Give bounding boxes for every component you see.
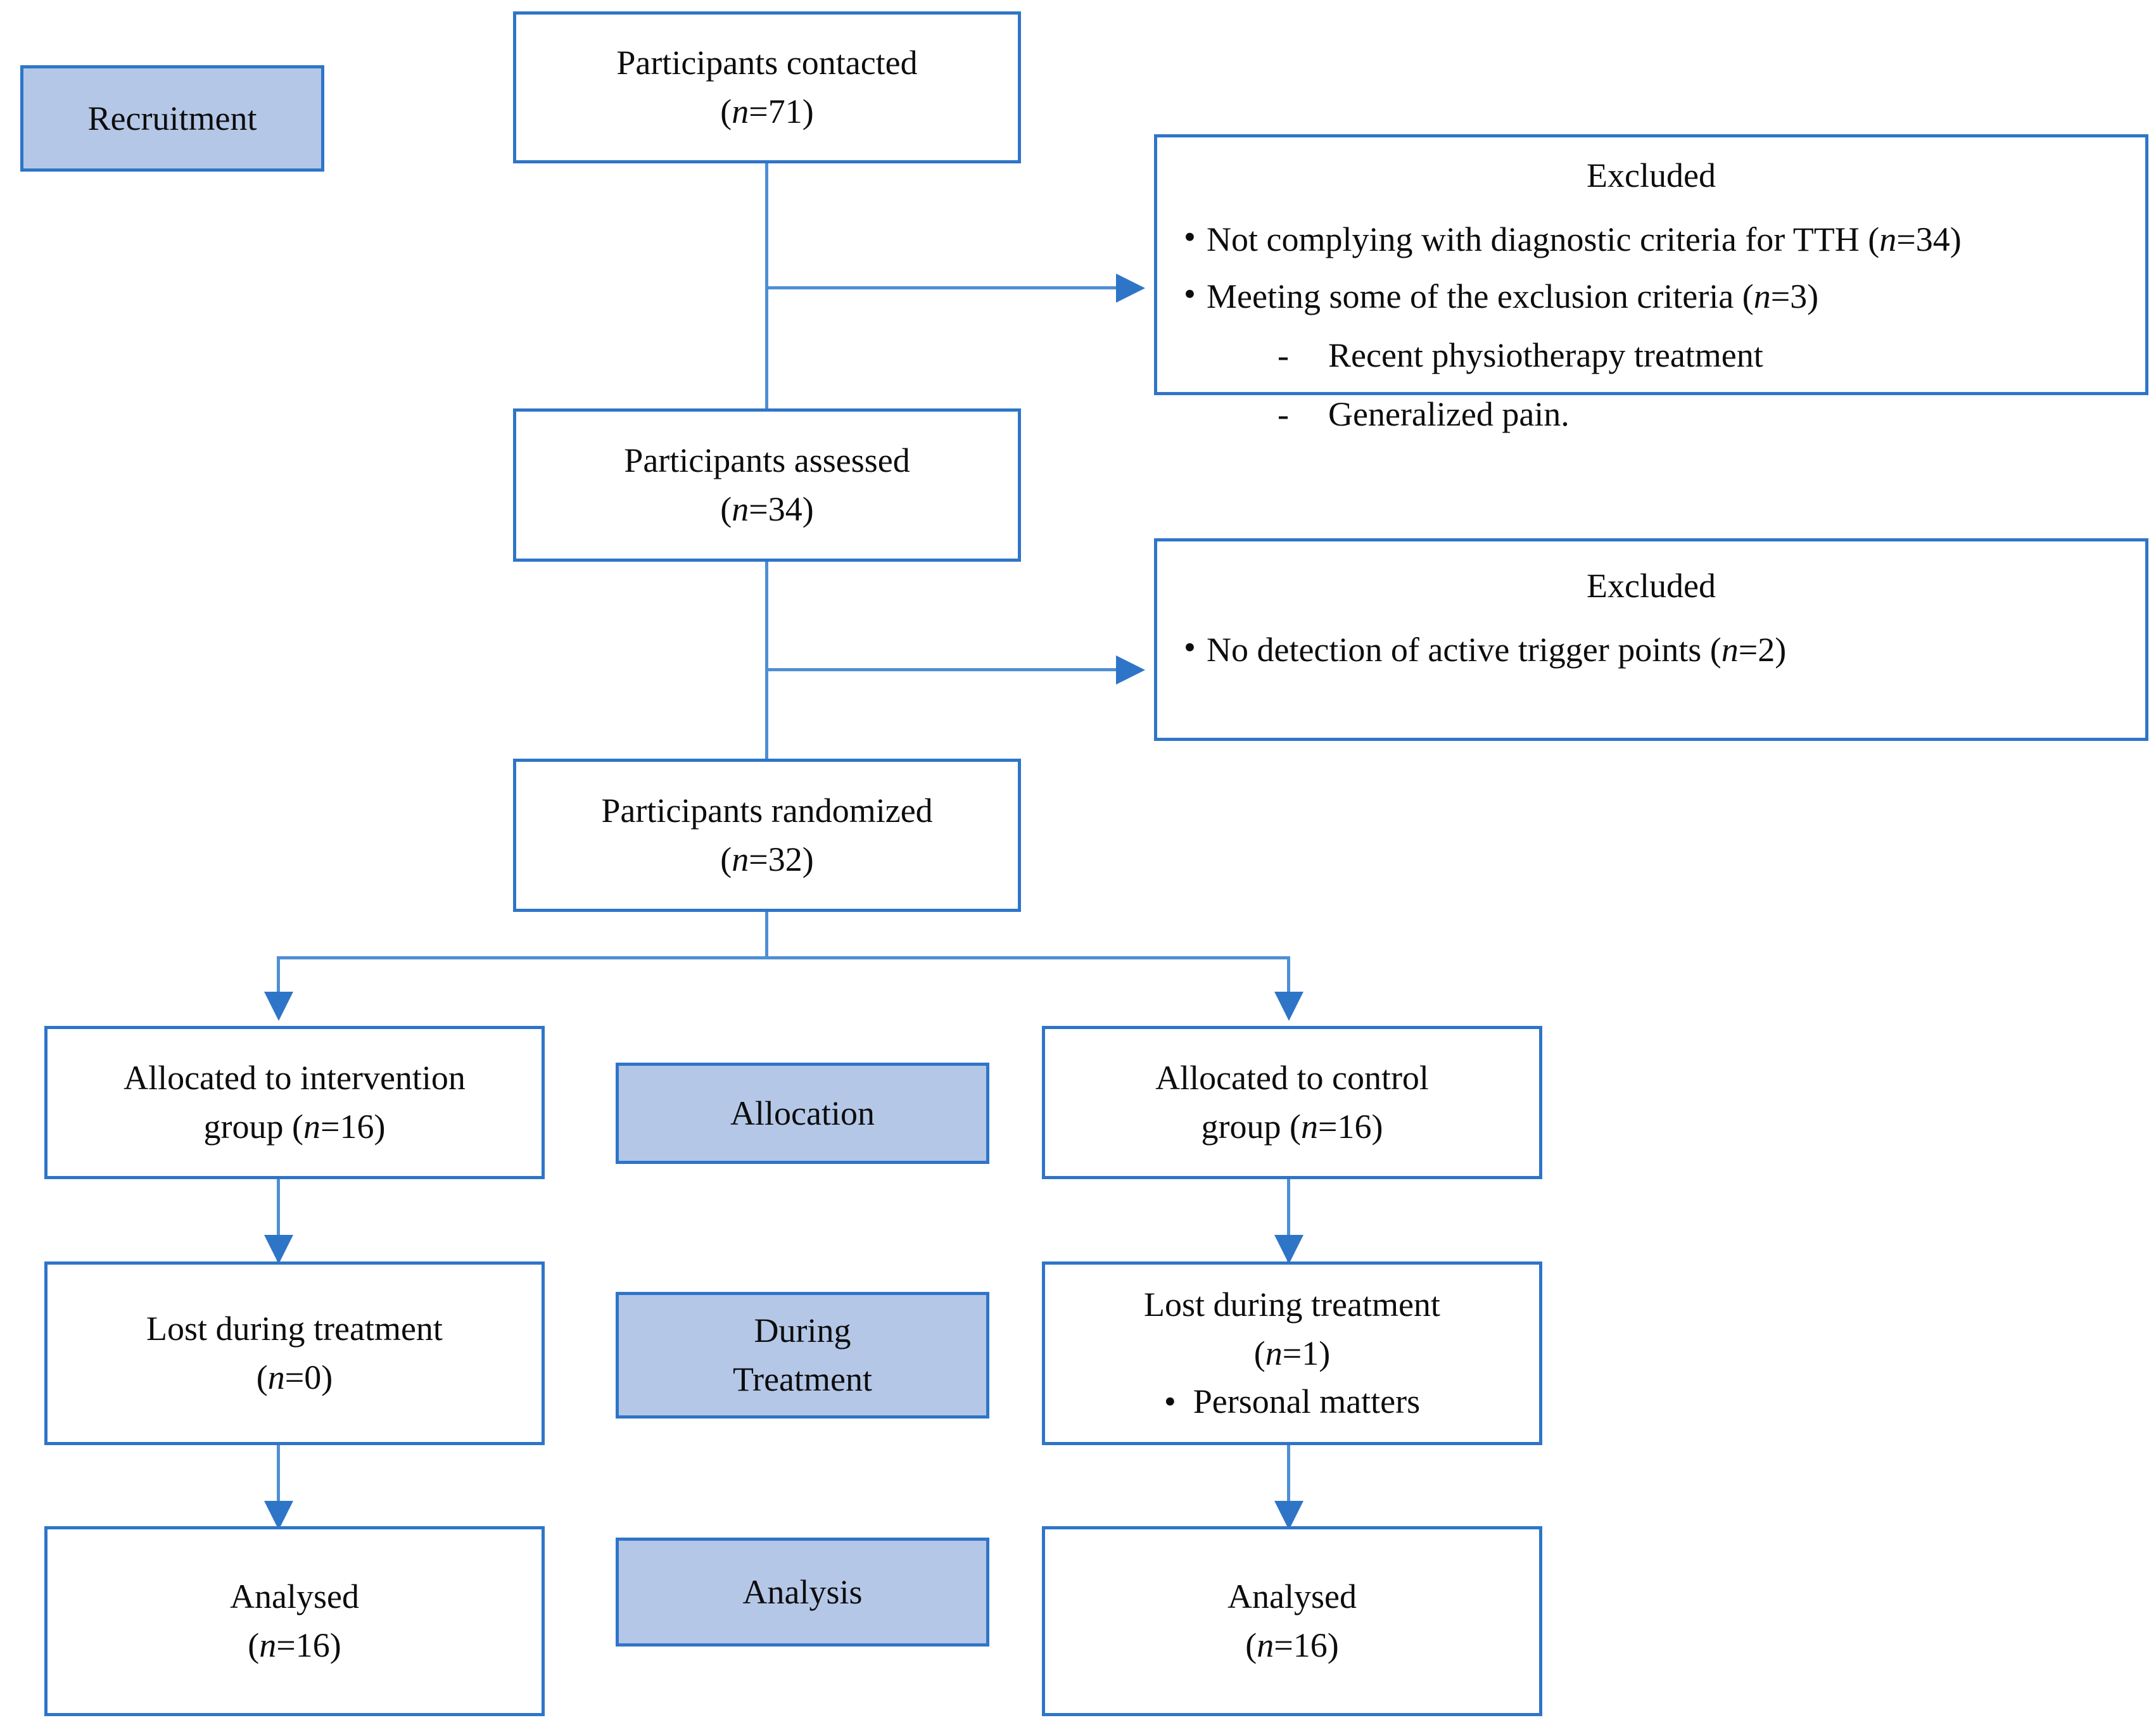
connector-split-left-drop [277,956,280,996]
lost-control-title: Lost during treatment [1144,1285,1440,1324]
node-analysed-control: Analysed (n=16) [1042,1526,1542,1716]
list-item: Not complying with diagnostic criteria f… [1179,213,2124,264]
list-item: No detection of active trigger points (n… [1179,623,2124,674]
node-participants-contacted: Participants contacted (n=71) [513,11,1021,163]
connector-randomized-stem [765,911,768,958]
connector-randomized-split-bar [277,956,1290,959]
arrowhead-control-lost [1274,1235,1303,1264]
connector-intervention-alloc-to-lost [277,1179,280,1261]
node-contacted-title: Participants contacted [616,44,918,82]
excluded1-item-1: Meeting some of the exclusion criteria (… [1207,277,1819,316]
node-participants-randomized: Participants randomized (n=32) [513,759,1021,912]
stage-label-recruitment: Recruitment [20,65,324,172]
list-item: Meeting some of the exclusion criteria (… [1179,270,2124,438]
list-item: Recent physiotherapy treatment [1207,331,2124,380]
arrowhead-intervention-analysed [264,1501,293,1530]
arrowhead-intervention-lost [264,1235,293,1264]
lost-intervention-title: Lost during treatment [146,1310,443,1348]
analysed-intervention-title: Analysed [230,1577,359,1616]
arrowhead-to-excluded2 [1116,655,1145,685]
lost-intervention-count: (n=0) [256,1358,333,1396]
analysed-control-title: Analysed [1227,1577,1357,1616]
node-randomized-count: (n=32) [720,840,814,878]
excluded1-title: Excluded [1587,156,1716,194]
excluded1-sub-list: Recent physiotherapy treatment Generaliz… [1207,331,2124,438]
analysed-intervention-count: (n=16) [248,1626,341,1664]
node-excluded-first-screening: Excluded Not complying with diagnostic c… [1154,134,2148,438]
stage-label-during-text: During [754,1312,851,1350]
stage-label-allocation-text: Allocation [730,1094,875,1132]
lost-control-reason: Personal matters [1164,1377,1420,1426]
connector-control-lost-to-analysed [1287,1445,1290,1526]
arrowhead-to-control-allocation [1274,992,1303,1021]
node-lost-intervention: Lost during treatment (n=0) [44,1261,545,1445]
connector-intervention-lost-to-analysed [277,1445,280,1526]
allocated-intervention-line2: group (n=16) [203,1108,386,1146]
excluded2-reason-list: No detection of active trigger points (n… [1179,617,2124,683]
excluded2-title: Excluded [1587,567,1716,605]
stage-label-during-treatment: During Treatment [616,1292,989,1419]
stage-label-recruitment-text: Recruitment [87,99,257,137]
lost-control-count: (n=1) [1253,1334,1331,1372]
allocated-control-line2: group (n=16) [1201,1108,1383,1146]
arrowhead-to-excluded1 [1116,274,1145,303]
node-assessed-title: Participants assessed [624,441,910,480]
arrowhead-to-intervention-allocation [264,992,293,1021]
excluded2-item-0: No detection of active trigger points (n… [1207,630,1787,669]
node-lost-control: Lost during treatment (n=1) Personal mat… [1042,1261,1542,1445]
list-item: Generalized pain. [1207,390,2124,439]
node-allocated-control: Allocated to control group (n=16) [1042,1026,1542,1179]
node-randomized-title: Participants randomized [601,792,933,830]
analysed-control-count: (n=16) [1245,1626,1339,1664]
arrowhead-control-analysed [1274,1501,1303,1530]
connector-assessed-to-excluded2 [765,668,1120,671]
excluded1-sub-1: Generalized pain. [1328,395,1569,433]
connector-split-right-drop [1287,956,1290,996]
excluded1-sub-0: Recent physiotherapy treatment [1328,336,1763,375]
connector-contacted-to-excluded1 [765,286,1120,289]
node-allocated-intervention: Allocated to intervention group (n=16) [44,1026,545,1179]
node-analysed-intervention: Analysed (n=16) [44,1526,545,1716]
excluded1-reason-list: Not complying with diagnostic criteria f… [1179,206,2124,449]
node-assessed-count: (n=34) [720,490,814,528]
stage-label-analysis-text: Analysis [742,1572,863,1611]
node-participants-assessed: Participants assessed (n=34) [513,408,1021,562]
node-contacted-count: (n=71) [720,92,814,130]
allocated-intervention-line1: Allocated to intervention [124,1059,466,1097]
connector-control-alloc-to-lost [1287,1179,1290,1261]
stage-label-analysis: Analysis [616,1538,989,1647]
connector-assessed-to-randomized [765,560,768,763]
allocated-control-line1: Allocated to control [1155,1059,1429,1097]
stage-label-allocation: Allocation [616,1063,989,1164]
excluded1-item-0: Not complying with diagnostic criteria f… [1207,220,1962,258]
node-excluded-second-screening: Excluded No detection of active trigger … [1154,538,2148,741]
stage-label-treatment-text: Treatment [733,1360,872,1398]
